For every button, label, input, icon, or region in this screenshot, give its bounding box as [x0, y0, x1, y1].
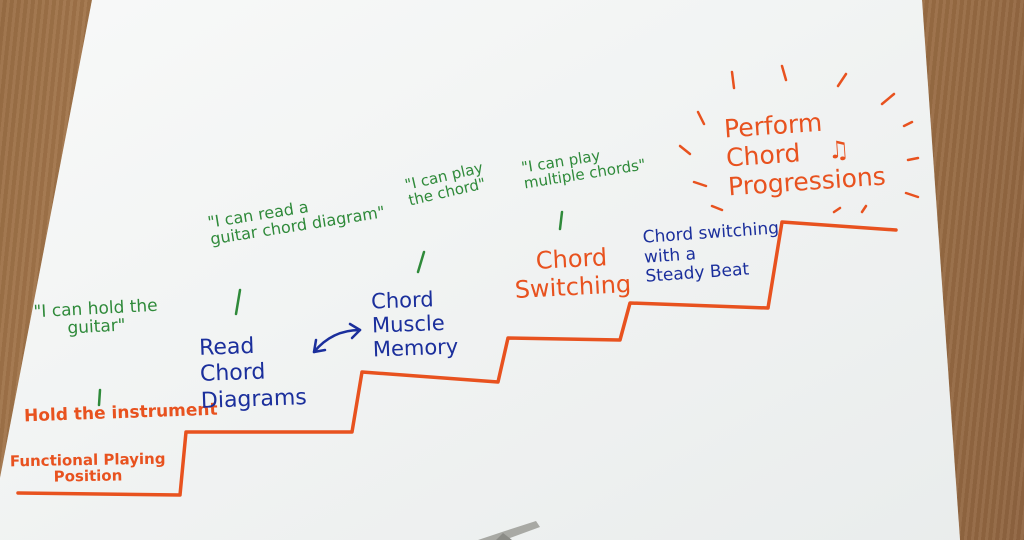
quote-tick-read — [234, 288, 242, 316]
music-note-icon: ♫ — [826, 135, 851, 165]
step-perform-progressions: Perform Chord Progressions — [723, 107, 887, 201]
step-steady-beat: Chord switching with a Steady Beat — [642, 218, 780, 287]
quote-tick-hold — [97, 388, 102, 407]
key-icon — [478, 521, 540, 540]
quote-tick-play — [416, 250, 426, 274]
double-arrow-icon — [312, 322, 362, 354]
step-functional-position: Functional Playing Position — [9, 449, 166, 486]
burst-lines — [678, 64, 920, 214]
quote-tick-multiple — [558, 210, 564, 231]
staircase-line — [16, 220, 898, 497]
step-muscle-memory: Chord Muscle Memory — [370, 287, 459, 362]
quote-hold-guitar: "I can hold the guitar" — [33, 295, 159, 339]
step-read-diagrams: Read Chord Diagrams — [198, 333, 308, 414]
step-chord-switching: Chord Switching — [514, 243, 632, 304]
